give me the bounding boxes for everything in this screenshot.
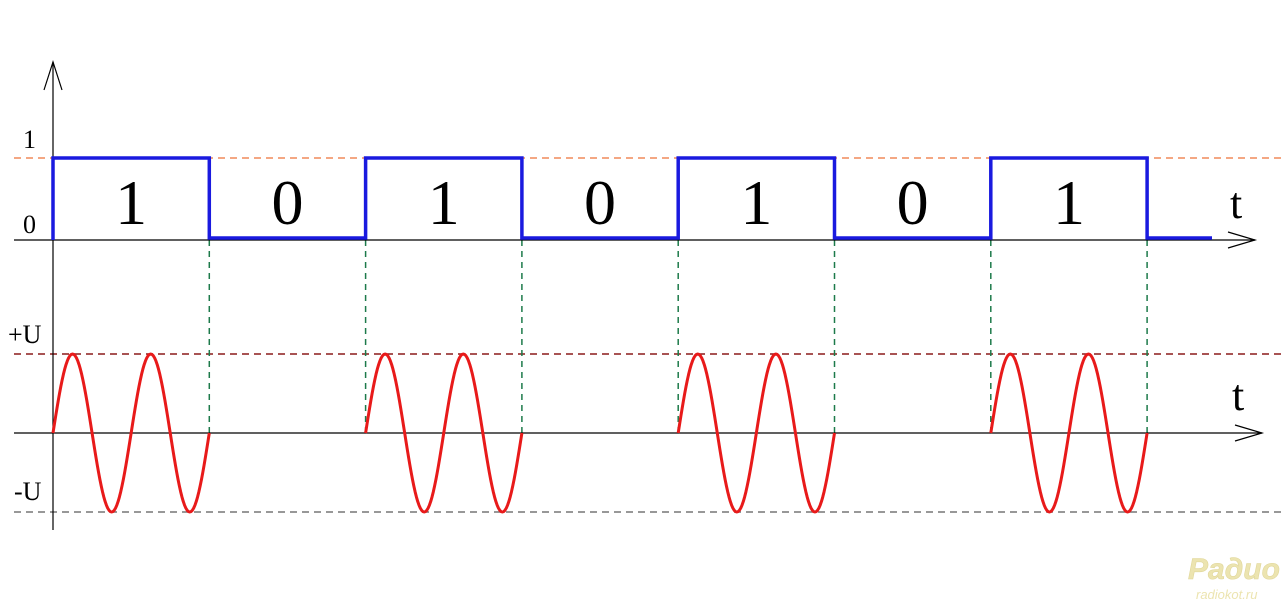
bit-label: 0 [897, 167, 929, 238]
bit-label: 1 [428, 167, 460, 238]
modulated-time-axis-label: t [1232, 371, 1244, 420]
positive-amplitude-label: +U [8, 320, 42, 349]
bit-label: 1 [1053, 167, 1085, 238]
watermark-site: radiokot.ru [1196, 587, 1257, 602]
bit-labels: 1 0 1 0 1 0 1 [115, 167, 1085, 238]
y-axis-arrow-icon [43, 60, 63, 91]
bit-label: 1 [740, 167, 772, 238]
watermark-brand: Радио КОТ [1188, 553, 1285, 586]
low-level-label: 0 [23, 210, 36, 239]
bit-label: 0 [584, 167, 616, 238]
bit-label: 0 [271, 167, 303, 238]
high-level-label: 1 [23, 125, 36, 154]
digital-time-axis-label: t [1230, 179, 1242, 228]
negative-amplitude-label: -U [14, 477, 42, 506]
modulated-signal-waveform [51, 352, 1149, 514]
digital-signal-waveform [51, 156, 1212, 240]
modulated-time-axis-arrow-icon [1234, 424, 1265, 442]
bit-boundary-dividers [208, 240, 1148, 433]
axes [14, 60, 1265, 530]
digital-time-axis-arrow-icon [1227, 231, 1258, 249]
bit-label: 1 [115, 167, 147, 238]
radiokot-watermark-logo: Радио КОТ radiokot.ru [1188, 553, 1285, 602]
